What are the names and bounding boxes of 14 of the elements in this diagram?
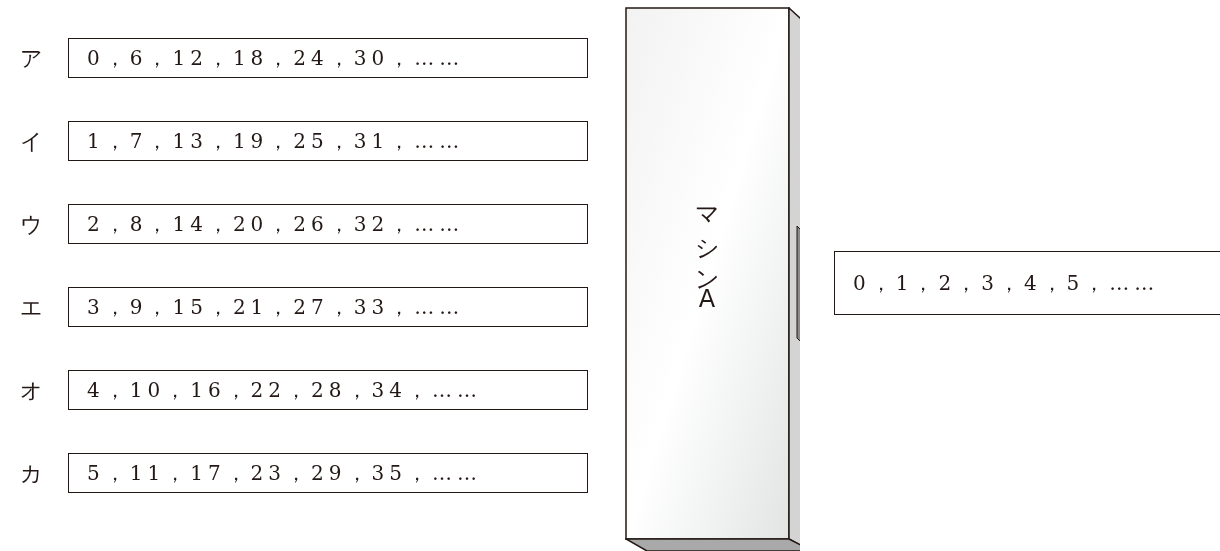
row-label: ウ bbox=[20, 211, 43, 239]
row-label: カ bbox=[20, 460, 43, 488]
row-label: イ bbox=[20, 128, 43, 156]
number-sequence-box: 0，6，12，18，24，30，…… bbox=[68, 38, 588, 78]
row-label: オ bbox=[20, 377, 43, 405]
number-sequence-box: 4，10，16，22，28，34，…… bbox=[68, 370, 588, 410]
machine-label: マシンA bbox=[692, 192, 722, 317]
number-sequence-box: 3，9，15，21，27，33，…… bbox=[68, 287, 588, 327]
number-sequence-box: 0，1，2，3，4，5，…… bbox=[834, 251, 1220, 315]
row-label: ア bbox=[20, 45, 43, 73]
number-sequence-box: 5，11，17，23，29，35，…… bbox=[68, 453, 588, 493]
number-sequence-box: 1，7，13，19，25，31，…… bbox=[68, 121, 588, 161]
number-sequence-box: 2，8，14，20，26，32，…… bbox=[68, 204, 588, 244]
row-label: エ bbox=[20, 294, 43, 322]
